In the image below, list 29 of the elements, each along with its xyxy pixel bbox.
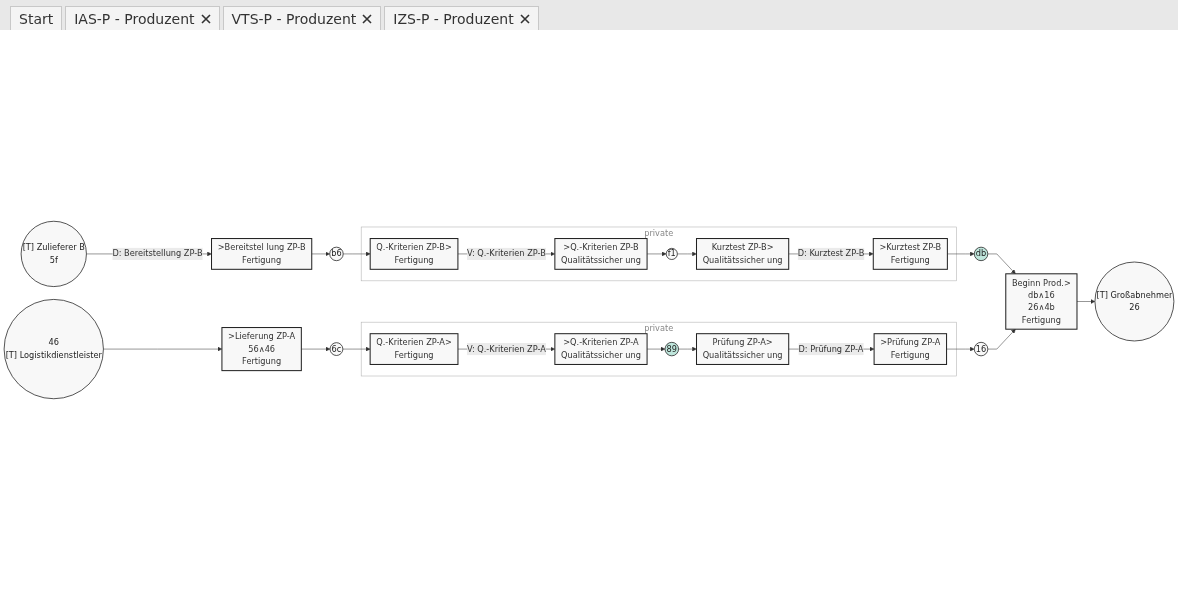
node-circle: 89 (664, 341, 679, 357)
node-circle: 6c (329, 342, 344, 356)
tab: VTS-P - Produzent (222, 6, 382, 30)
edge-label: V: Q.-Kriterien ZP-B (466, 248, 546, 259)
node-box: >Prüfung ZP-A Fertigung (873, 333, 948, 365)
node-circle: 16 (973, 341, 989, 357)
node-box: Q.-Kriterien ZP-A> Fertigung (369, 333, 459, 365)
node-circle: [T] Zulieferer B 5f (20, 220, 87, 287)
edge-label: D: Kurztest ZP-B (797, 248, 865, 259)
node-box: Kurztest ZP-B> Qualitätssicher ung (696, 238, 790, 270)
node-circle: f1 (665, 247, 678, 260)
node-circle: db (973, 246, 989, 262)
node-circle: b6 (329, 246, 344, 262)
tab: IZS-P - Produzent (384, 6, 539, 30)
edge-label: D: Bereitstellung ZP-B (112, 248, 203, 259)
node-circle: 46 [T] Logistikdienstleister (3, 299, 104, 400)
tab: Start (10, 6, 63, 30)
tab: IAS-P - Produzent (65, 6, 220, 30)
node-circle: [T] Großabnehmer 26 (1094, 261, 1175, 342)
node-box: >Q.-Kriterien ZP-B Qualitätssicher ung (554, 238, 648, 270)
edge-label: V: Q.-Kriterien ZP-A (466, 343, 546, 354)
edge-label: D: Prüfung ZP-A (798, 343, 864, 354)
node-box: Q.-Kriterien ZP-B> Fertigung (369, 238, 459, 270)
node-box: >Kurztest ZP-B Fertigung (872, 238, 948, 270)
node-box: Prüfung ZP-A> Qualitätssicher ung (696, 333, 790, 365)
node-box: Beginn Prod.> db∧16 26∧4b Fertigung (1005, 273, 1078, 330)
node-box: >Q.-Kriterien ZP-A Qualitätssicher ung (554, 333, 648, 365)
node-box: >Bereitstel lung ZP-B Fertigung (211, 238, 313, 270)
node-box: >Lieferung ZP-A 56∧46 Fertigung (221, 327, 302, 372)
